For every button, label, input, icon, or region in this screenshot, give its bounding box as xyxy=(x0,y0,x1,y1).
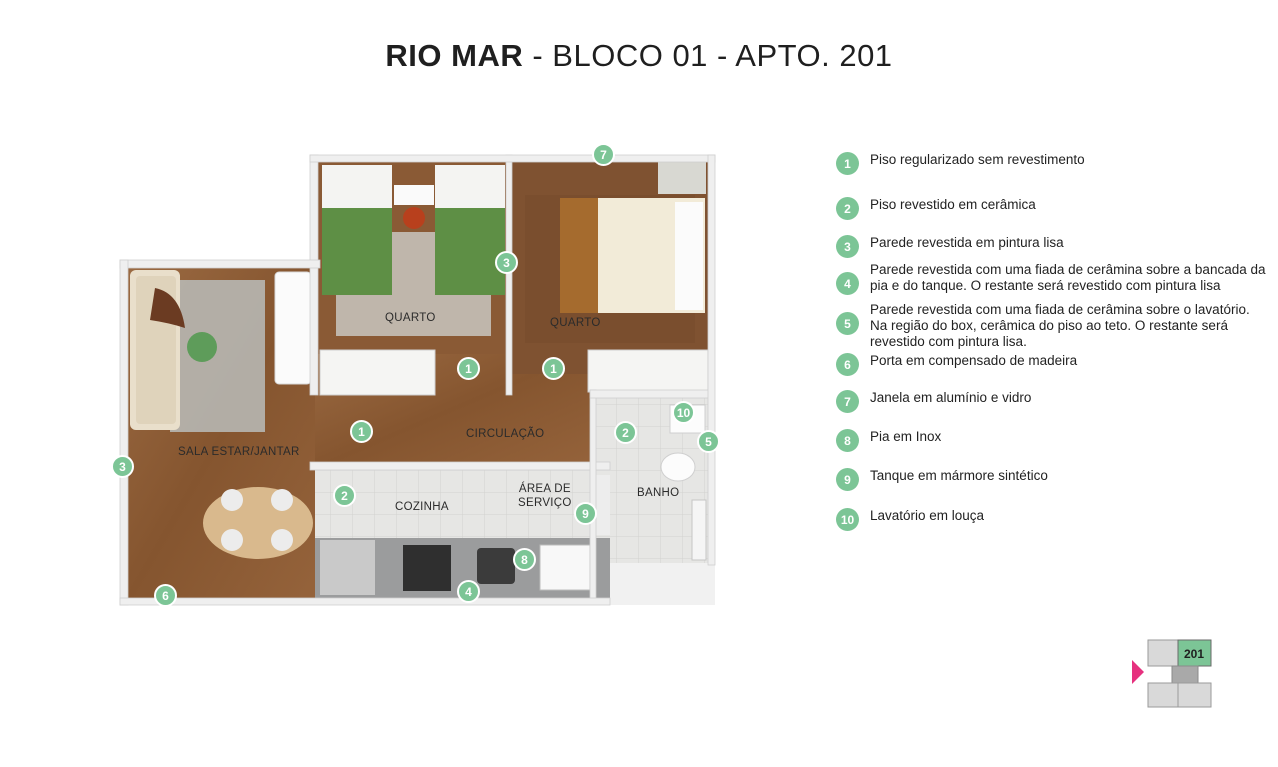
plan-badge-1: 1 xyxy=(542,357,565,380)
dining-table xyxy=(203,487,313,559)
floor-plan xyxy=(119,154,716,606)
single-beds xyxy=(322,165,505,295)
legend-number: 10 xyxy=(836,508,859,531)
title-rest: - BLOCO 01 - APTO. 201 xyxy=(523,38,893,73)
legend-number: 1 xyxy=(836,152,859,175)
legend-text: Piso regularizado sem revestimento xyxy=(870,152,1085,167)
plan-badge-5: 5 xyxy=(697,430,720,453)
kitchen-counter xyxy=(315,475,610,598)
legend-item: 4 Parede revestida com uma fiada de cerâ… xyxy=(836,262,1270,295)
partitions xyxy=(119,154,716,606)
legend-item: 5 Parede revestida com uma fiada de cerâ… xyxy=(836,302,1270,350)
label-sala: SALA ESTAR/JANTAR xyxy=(178,446,300,458)
legend-item: 6 Porta em compensado de madeira xyxy=(836,353,1270,376)
legend-item: 10 Lavatório em louça xyxy=(836,508,1270,531)
plan-badge-1: 1 xyxy=(457,357,480,380)
legend-text: Parede revestida com uma fiada de cerâmi… xyxy=(870,302,1250,349)
wardrobes xyxy=(319,349,709,396)
legend-text: Parede revestida com uma fiada de cerâmi… xyxy=(870,262,1266,293)
plan-badge-2: 2 xyxy=(614,421,637,444)
legend-text: Porta em compensado de madeira xyxy=(870,353,1078,368)
plan-badge-7: 7 xyxy=(592,143,615,166)
legend-text: Janela em alumínio e vidro xyxy=(870,390,1032,405)
label-cozinha: COZINHA xyxy=(395,501,449,513)
label-quarto-left: QUARTO xyxy=(385,312,436,324)
legend-item: 7 Janela em alumínio e vidro xyxy=(836,390,1270,413)
legend-item: 9 Tanque em mármore sintético xyxy=(836,468,1270,491)
legend-number: 2 xyxy=(836,197,859,220)
pointer-arrow-icon xyxy=(1132,660,1144,684)
legend-text: Tanque em mármore sintético xyxy=(870,468,1048,483)
page-title: RIO MAR - BLOCO 01 - APTO. 201 xyxy=(0,38,1278,74)
plan-badge-4: 4 xyxy=(457,580,480,603)
double-bed xyxy=(560,162,706,313)
legend-number: 9 xyxy=(836,468,859,491)
legend-number: 7 xyxy=(836,390,859,413)
legend-item: 2 Piso revestido em cerâmica xyxy=(836,197,1270,220)
label-banho: BANHO xyxy=(637,487,680,499)
label-area-servico-line2: SERVIÇO xyxy=(518,497,572,509)
sofa xyxy=(130,270,217,430)
tv-unit xyxy=(274,271,312,385)
unit-201-highlight xyxy=(1177,639,1212,667)
title-bold: RIO MAR xyxy=(385,38,524,73)
key-plan: 201 xyxy=(1132,639,1212,708)
legend-text: Piso revestido em cerâmica xyxy=(870,197,1036,212)
label-circulacao: CIRCULAÇÃO xyxy=(466,428,545,440)
legend-number: 6 xyxy=(836,353,859,376)
plan-badge-8: 8 xyxy=(513,548,536,571)
plan-badge-9: 9 xyxy=(574,502,597,525)
label-quarto-right: QUARTO xyxy=(550,317,601,329)
plan-badge-3: 3 xyxy=(111,455,134,478)
label-area-servico: ÁREA DE SERVIÇO xyxy=(518,482,572,510)
key-plan-unit-label: 201 xyxy=(1184,647,1204,661)
plan-badge-6: 6 xyxy=(154,584,177,607)
plan-badge-2: 2 xyxy=(333,484,356,507)
legend-text: Lavatório em louça xyxy=(870,508,985,523)
plan-badge-1: 1 xyxy=(350,420,373,443)
plan-badge-3: 3 xyxy=(495,251,518,274)
legend-text: Pia em Inox xyxy=(870,429,942,444)
legend-number: 5 xyxy=(836,312,859,335)
legend-number: 3 xyxy=(836,235,859,258)
plan-badge-10: 10 xyxy=(672,401,695,424)
legend-item: 1 Piso regularizado sem revestimento xyxy=(836,152,1270,175)
legend-number: 8 xyxy=(836,429,859,452)
label-area-servico-line1: ÁREA DE xyxy=(518,483,571,495)
legend-text: Parede revestida em pintura lisa xyxy=(870,235,1064,250)
legend-item: 3 Parede revestida em pintura lisa xyxy=(836,235,1270,258)
legend-number: 4 xyxy=(836,272,859,295)
legend-item: 8 Pia em Inox xyxy=(836,429,1270,452)
